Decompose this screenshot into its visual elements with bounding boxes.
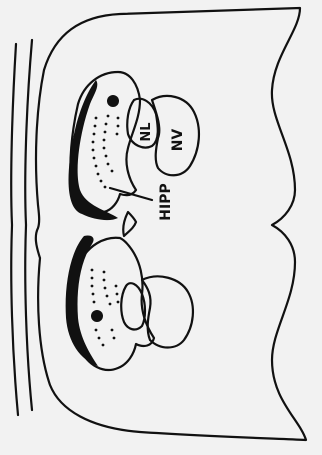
inner-contour-line [25,40,32,410]
brain-outline [36,8,306,440]
marker-dot-lower [91,310,103,322]
lower-nucleus-large-outline [142,276,193,347]
marker-dot-upper [107,95,119,107]
label-nl: NL [139,122,154,141]
hippocampus-outline-upper [70,72,140,212]
dark-band-lower [66,235,98,366]
label-nv: NV [170,129,186,152]
outer-contour-line [11,44,18,415]
hipp-leader-line [110,188,152,200]
midline-notch [123,212,136,236]
label-hipp: HIPP [158,183,174,220]
